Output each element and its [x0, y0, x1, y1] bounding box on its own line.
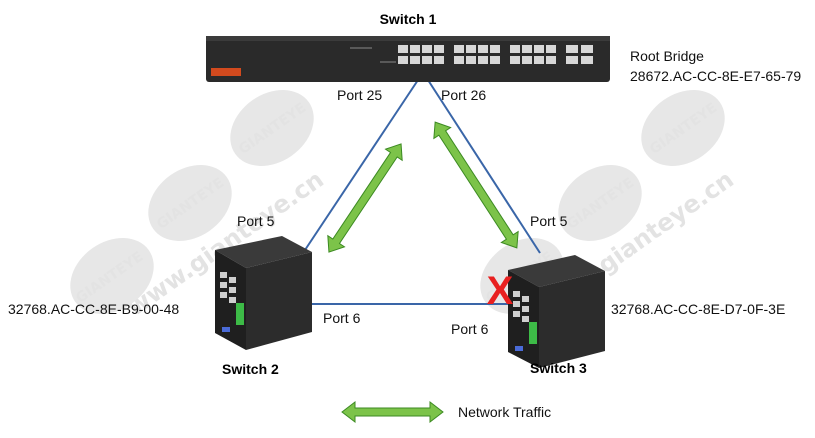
switch-2-title: Switch 2: [222, 361, 279, 377]
switch-2-bridge-id: 32768.AC-CC-8E-B9-00-48: [8, 301, 179, 317]
legend: Network Traffic: [341, 400, 551, 424]
terminal-block-icon: [236, 303, 244, 325]
blocked-port-x-icon: X: [487, 269, 514, 313]
terminal-block-icon: [529, 322, 537, 344]
switch-2-device[interactable]: [215, 236, 312, 350]
watermark-badge: GIANTEYE: [70, 238, 154, 314]
switch-1-device[interactable]: [206, 36, 610, 82]
link-switch1-switch2: [302, 79, 419, 254]
switch-3-port-6: Port 6: [451, 321, 489, 337]
switch-3-bridge-id: 32768.AC-CC-8E-D7-0F-3E: [611, 301, 785, 317]
watermark-badge: GIANTEYE: [148, 165, 232, 241]
legend-arrow-icon: [341, 400, 444, 424]
port-block-icon: [398, 45, 593, 64]
watermark-badge: GIANTEYE: [641, 90, 725, 166]
switch-2-port-5: Port 5: [237, 213, 275, 229]
switch-2-port-6: Port 6: [323, 310, 361, 326]
switch-1-port-25: Port 25: [337, 87, 382, 103]
watermark-badge: GIANTEYE: [230, 90, 314, 166]
vendor-logo-icon: [211, 68, 241, 76]
switch-3-device[interactable]: [508, 255, 605, 368]
traffic-arrow-left: [327, 143, 403, 253]
switch-1-title: Switch 1: [380, 11, 437, 27]
switch-1-bridge-id: 28672.AC-CC-8E-E7-65-79: [630, 68, 801, 84]
switch-1-role: Root Bridge: [630, 48, 704, 64]
port-block-icon: [513, 291, 529, 322]
traffic-arrow-right: [433, 121, 519, 249]
switch-3-title: Switch 3: [530, 360, 587, 376]
switch-1-port-26: Port 26: [441, 87, 486, 103]
port-block-icon: [220, 272, 236, 303]
switch-3-port-5: Port 5: [530, 213, 568, 229]
legend-label: Network Traffic: [458, 404, 551, 420]
watermark-badge: GIANTEYE: [558, 165, 642, 241]
link-switch1-switch3: [427, 79, 541, 254]
